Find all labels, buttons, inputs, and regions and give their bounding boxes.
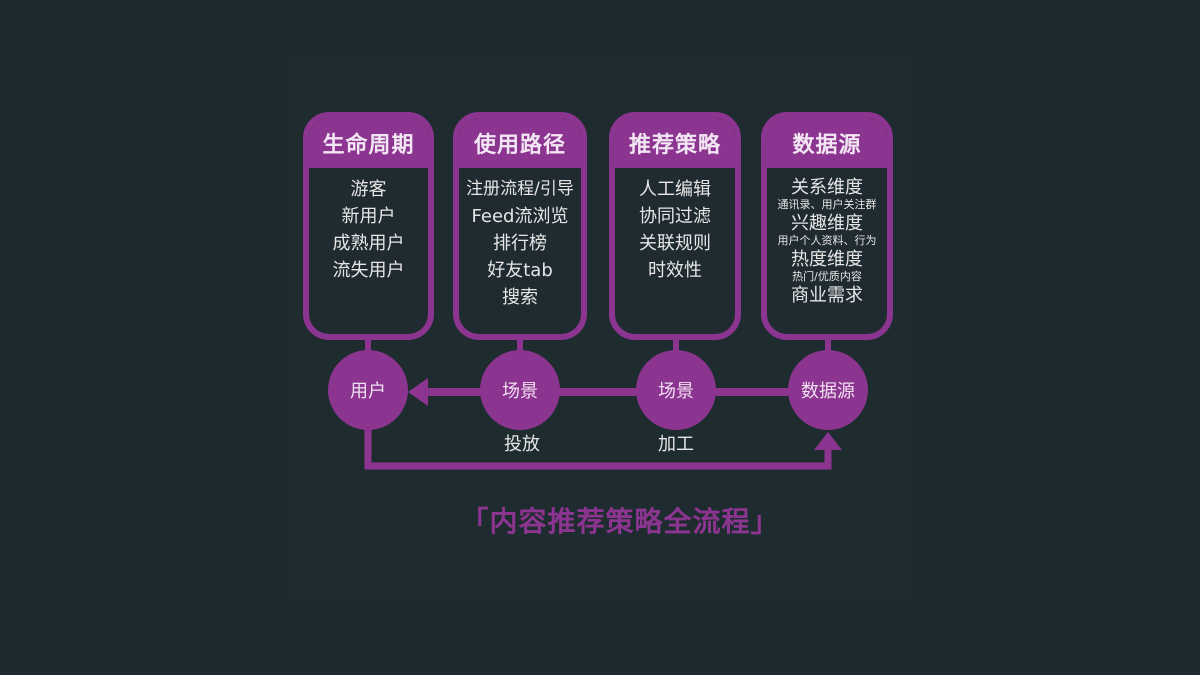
node-circle-scene-delivery	[480, 350, 560, 430]
card-lifecycle: 生命周期 游客 新用户 成熟用户 流失用户	[303, 112, 434, 340]
group-label: 商业需求	[791, 285, 863, 306]
node-datasource-label: 数据源	[801, 381, 855, 402]
group-detail: 通讯录、用户关注群	[777, 198, 877, 211]
group-detail: 热门/优质内容	[792, 270, 862, 283]
diagram-title: 「内容推荐策略全流程」	[460, 505, 780, 538]
node-circle-datasource	[788, 350, 868, 430]
card-title: 生命周期	[309, 118, 428, 168]
group-label: 热度维度	[791, 249, 863, 270]
arrow-left-icon	[408, 378, 428, 406]
arrow-up-icon	[814, 432, 842, 450]
list-item: 流失用户	[332, 260, 405, 281]
list-item: 新用户	[341, 206, 396, 227]
list-item: 成熟用户	[332, 233, 405, 254]
group-label: 关系维度	[791, 177, 863, 198]
list-item: 关联规则	[639, 233, 711, 254]
list-item: 搜索	[502, 287, 538, 308]
node-scene-label: 场景	[658, 381, 694, 402]
list-item: 人工编辑	[639, 179, 711, 200]
node-circle-user	[328, 350, 408, 430]
card-title: 推荐策略	[615, 118, 735, 168]
card-data-source: 数据源 关系维度 通讯录、用户关注群 兴趣维度 用户个人资料、行为 热度维度 热…	[761, 112, 893, 340]
card-usage-path: 使用路径 注册流程/引导 Feed流浏览 排行榜 好友tab 搜索	[453, 112, 587, 340]
group-label: 兴趣维度	[791, 213, 863, 234]
feedback-loop-line	[364, 420, 832, 470]
list-item: 协同过滤	[639, 206, 711, 227]
list-item: 排行榜	[493, 233, 547, 254]
caption-processing: 加工	[658, 434, 694, 455]
node-scene-label: 场景	[502, 381, 538, 402]
list-item: 游客	[350, 179, 387, 200]
node-user-label: 用户	[350, 381, 386, 402]
card-title: 数据源	[767, 118, 887, 168]
caption-delivery: 投放	[504, 434, 540, 455]
card-recommend-strategy: 推荐策略 人工编辑 协同过滤 关联规则 时效性	[609, 112, 741, 340]
card-title: 使用路径	[459, 118, 581, 168]
list-item: Feed流浏览	[471, 206, 569, 227]
list-item: 好友tab	[487, 260, 553, 281]
node-circle-scene-processing	[636, 350, 716, 430]
group-detail: 用户个人资料、行为	[777, 234, 877, 247]
list-item: 时效性	[648, 260, 702, 281]
list-item: 注册流程/引导	[466, 179, 574, 199]
